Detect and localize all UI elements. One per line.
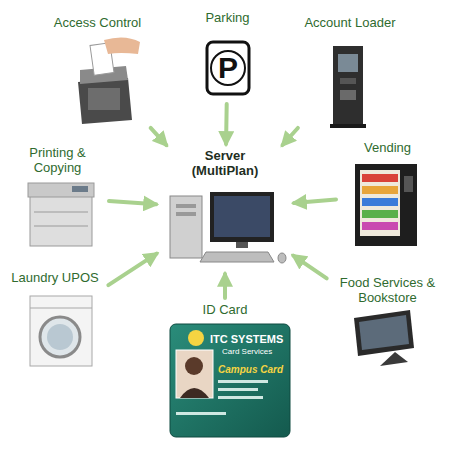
hand bbox=[104, 37, 140, 54]
flow-arrow bbox=[108, 254, 156, 286]
flow-arrow bbox=[293, 256, 326, 279]
terminal-stand bbox=[380, 352, 408, 366]
vending-glass bbox=[360, 170, 400, 236]
photo-shoulders bbox=[180, 388, 209, 398]
card-logo bbox=[188, 330, 204, 346]
reader-body bbox=[78, 78, 132, 124]
device-node: Server (MultiPlan) bbox=[160, 148, 290, 270]
card-text: Card Services bbox=[222, 345, 272, 359]
snack-row bbox=[362, 174, 398, 182]
snack-row bbox=[362, 186, 398, 194]
pos-terminal bbox=[354, 310, 414, 366]
parking-symbol: P bbox=[208, 50, 248, 86]
keyboard bbox=[200, 252, 274, 262]
server-computer bbox=[170, 192, 286, 263]
washer-door bbox=[40, 317, 80, 357]
device-label: Account Loader bbox=[295, 15, 405, 30]
card-photo bbox=[176, 350, 213, 398]
device-node: Printing & Copying bbox=[10, 145, 105, 250]
card-line bbox=[218, 396, 263, 399]
kiosk-slot bbox=[340, 90, 356, 100]
device-label: Access Control bbox=[45, 15, 150, 30]
flow-arrow bbox=[223, 274, 227, 298]
copier-tray bbox=[34, 212, 88, 213]
monitor-screen bbox=[214, 196, 270, 237]
device-label: Printing & Copying bbox=[13, 145, 103, 175]
device-label: Vending bbox=[340, 140, 435, 155]
washer-panel bbox=[30, 308, 92, 309]
copier-body bbox=[30, 196, 92, 246]
device-node: Food Services & Bookstore bbox=[330, 275, 445, 365]
terminal-frame bbox=[354, 310, 414, 356]
kiosk-screen bbox=[338, 54, 358, 72]
card-text: Campus Card bbox=[218, 362, 283, 378]
flow-arrow bbox=[283, 128, 298, 145]
terminal-screen bbox=[359, 315, 409, 350]
kiosk-base bbox=[330, 124, 366, 128]
card-line bbox=[218, 388, 258, 391]
flow-arrow bbox=[224, 104, 229, 144]
device-node: Account Loader bbox=[295, 15, 405, 125]
sign-border bbox=[207, 42, 249, 94]
flow-arrow bbox=[151, 128, 167, 145]
snack-row bbox=[362, 210, 398, 218]
card-text: ITC SYSTEMS bbox=[210, 331, 283, 348]
device-node: Vending bbox=[340, 140, 435, 250]
kiosk-body bbox=[333, 46, 363, 126]
drive-bay bbox=[176, 212, 196, 216]
server-label: Server (MultiPlan) bbox=[180, 148, 270, 178]
device-label: Laundry UPOS bbox=[5, 270, 105, 285]
account-loader-kiosk bbox=[330, 46, 366, 128]
copier-panel bbox=[72, 186, 88, 192]
monitor-stand bbox=[236, 242, 248, 248]
drive-bay bbox=[176, 204, 196, 208]
flow-arrow bbox=[109, 201, 156, 204]
card-body bbox=[170, 324, 290, 437]
kiosk-slot bbox=[340, 78, 356, 84]
access-reader bbox=[78, 37, 140, 124]
washing-machine bbox=[30, 296, 92, 366]
device-node: Access Control bbox=[45, 15, 150, 125]
device-label: ID Card bbox=[165, 302, 285, 317]
card-line bbox=[176, 412, 226, 415]
vending-machine bbox=[355, 164, 417, 246]
copier-scanner bbox=[28, 183, 94, 197]
flow-arrow bbox=[294, 199, 336, 203]
card-line bbox=[218, 380, 268, 383]
reader-panel bbox=[88, 88, 120, 110]
snack-row bbox=[362, 222, 398, 230]
parking-sign bbox=[207, 42, 249, 94]
photo-head bbox=[185, 357, 203, 375]
copier-tray bbox=[34, 226, 88, 227]
copier bbox=[28, 183, 94, 246]
vending-keypad bbox=[404, 176, 413, 192]
device-node: Laundry UPOS bbox=[5, 270, 105, 370]
id-card bbox=[170, 324, 290, 437]
monitor bbox=[210, 192, 274, 242]
washer-body bbox=[30, 296, 92, 366]
device-label: Food Services & Bookstore bbox=[330, 275, 445, 305]
snack-row bbox=[362, 198, 398, 206]
device-label: Parking bbox=[180, 10, 275, 25]
washer-glass bbox=[47, 324, 73, 350]
mouse bbox=[278, 253, 286, 263]
server-tower bbox=[170, 196, 202, 258]
vending-body bbox=[355, 164, 417, 246]
